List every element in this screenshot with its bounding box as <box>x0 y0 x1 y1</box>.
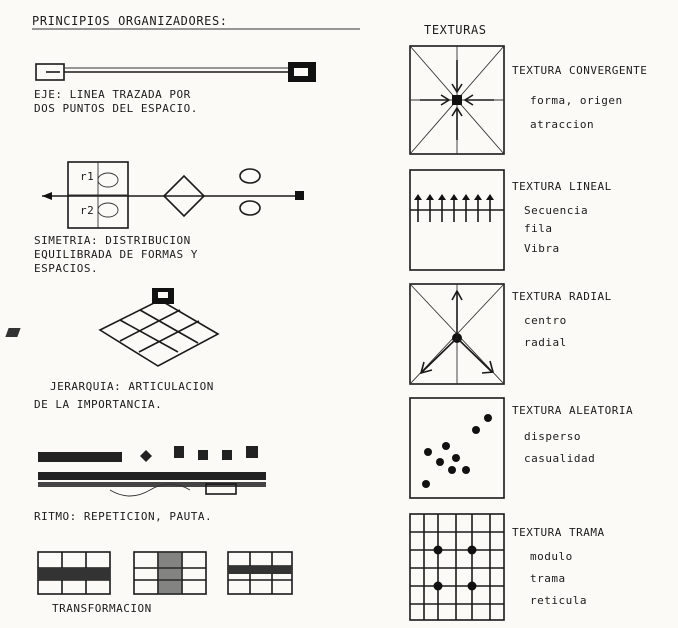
hierarchy-grid-diagram <box>5 288 218 366</box>
texture-grid-box <box>410 514 504 620</box>
texture-random-box <box>410 398 504 498</box>
svg-text:r2: r2 <box>80 204 94 217</box>
texture-grid-line2: trama <box>530 572 566 585</box>
rhythm-diagram <box>38 446 266 496</box>
texture-linear-heading: TEXTURA LINEAL <box>512 180 612 193</box>
texture-linear-line3: Vibra <box>524 242 560 255</box>
texture-random-heading: TEXTURA ALEATORIA <box>512 404 633 417</box>
hierarchy-caption-2: DE LA IMPORTANCIA. <box>34 398 162 411</box>
texture-grid-line1: modulo <box>530 550 573 563</box>
transformation-grids-diagram <box>38 552 292 594</box>
symmetry-caption-1: SIMETRIA: DISTRIBUCION <box>34 234 191 247</box>
texture-radial-box <box>410 284 504 384</box>
texture-radial-line2: radial <box>524 336 567 349</box>
axis-diagram <box>36 62 316 82</box>
hierarchy-caption-1: JERARQUIA: ARTICULACION <box>50 380 214 393</box>
texture-radial-line1: centro <box>524 314 567 327</box>
left-title: PRINCIPIOS ORGANIZADORES: <box>32 14 228 28</box>
texture-radial-heading: TEXTURA RADIAL <box>512 290 612 303</box>
texture-convergent-line1: forma, origen <box>530 94 623 107</box>
right-title: TEXTURAS <box>424 23 487 37</box>
texture-random-line2: casualidad <box>524 452 595 465</box>
symmetry-diagram: r1 r2 <box>42 162 304 228</box>
texture-grid-heading: TEXTURA TRAMA <box>512 526 605 539</box>
transformation-caption: TRANSFORMACION <box>52 602 152 615</box>
symmetry-caption-3: ESPACIOS. <box>34 262 98 275</box>
texture-grid-line3: reticula <box>530 594 587 607</box>
axis-caption-2: DOS PUNTOS DEL ESPACIO. <box>34 102 198 115</box>
svg-text:r1: r1 <box>80 170 94 183</box>
texture-linear-box <box>410 170 504 270</box>
texture-random-line1: disperso <box>524 430 581 443</box>
symmetry-caption-2: EQUILIBRADA DE FORMAS Y <box>34 248 198 261</box>
rhythm-caption: RITMO: REPETICION, PAUTA. <box>34 510 212 523</box>
texture-linear-line1: Secuencia <box>524 204 588 217</box>
texture-convergent-heading: TEXTURA CONVERGENTE <box>512 64 647 77</box>
axis-caption-1: EJE: LINEA TRAZADA POR <box>34 88 191 101</box>
texture-convergent-line2: atraccion <box>530 118 594 131</box>
texture-convergent-box <box>410 46 504 154</box>
texture-linear-line2: fila <box>524 222 553 235</box>
